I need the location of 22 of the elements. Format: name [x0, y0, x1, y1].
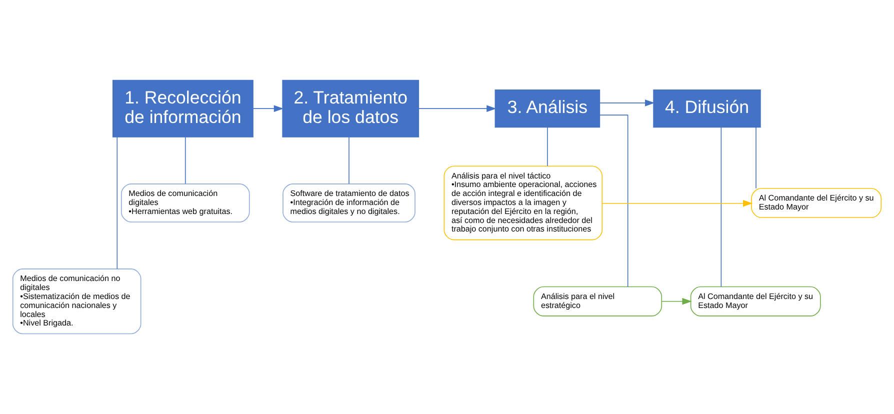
connector — [184, 136, 186, 184]
node-box: Medios de comunicación digitales •Herramientas web gratuitas. — [121, 184, 250, 222]
node-box: 4. Difusión — [653, 90, 761, 128]
node-box: Análisis para el nivel estratégico — [533, 286, 662, 316]
node-box: Al Comandante del Ejército y su Estado Mayor — [751, 188, 882, 218]
node-box: Software de tratamiento de datos •Integración de información de medios digitales y no digitales. — [282, 184, 416, 222]
arrow — [661, 298, 692, 305]
arrow — [602, 200, 753, 207]
connector — [720, 127, 722, 288]
node-box: 2. Tratamiento de los datos — [282, 80, 420, 138]
arrow — [599, 100, 655, 106]
connector — [547, 126, 548, 166]
arrow — [418, 105, 496, 112]
connector — [348, 136, 350, 184]
node-box: 1. Recolección de información — [112, 80, 254, 138]
node-box: Al Comandante del Ejército y su Estado Mayor — [690, 286, 821, 316]
arrow — [252, 105, 284, 112]
connector — [599, 114, 628, 288]
node-box: 3. Análisis — [494, 90, 600, 128]
node-box: Medios de comunicación no digitales •Sistematización de medios de comunicación nacionales y locales •Nivel Brigada. — [12, 268, 142, 334]
node-box: Análisis para el nivel táctico •Insumo ambiente operacional, acciones de acción integral e identificación de diversos impactos a la imagen y reputación del Ejército en la región, así como de necesidades alrededor del trabajo conjunto con otras instituciones — [444, 166, 603, 240]
connector — [116, 136, 118, 270]
